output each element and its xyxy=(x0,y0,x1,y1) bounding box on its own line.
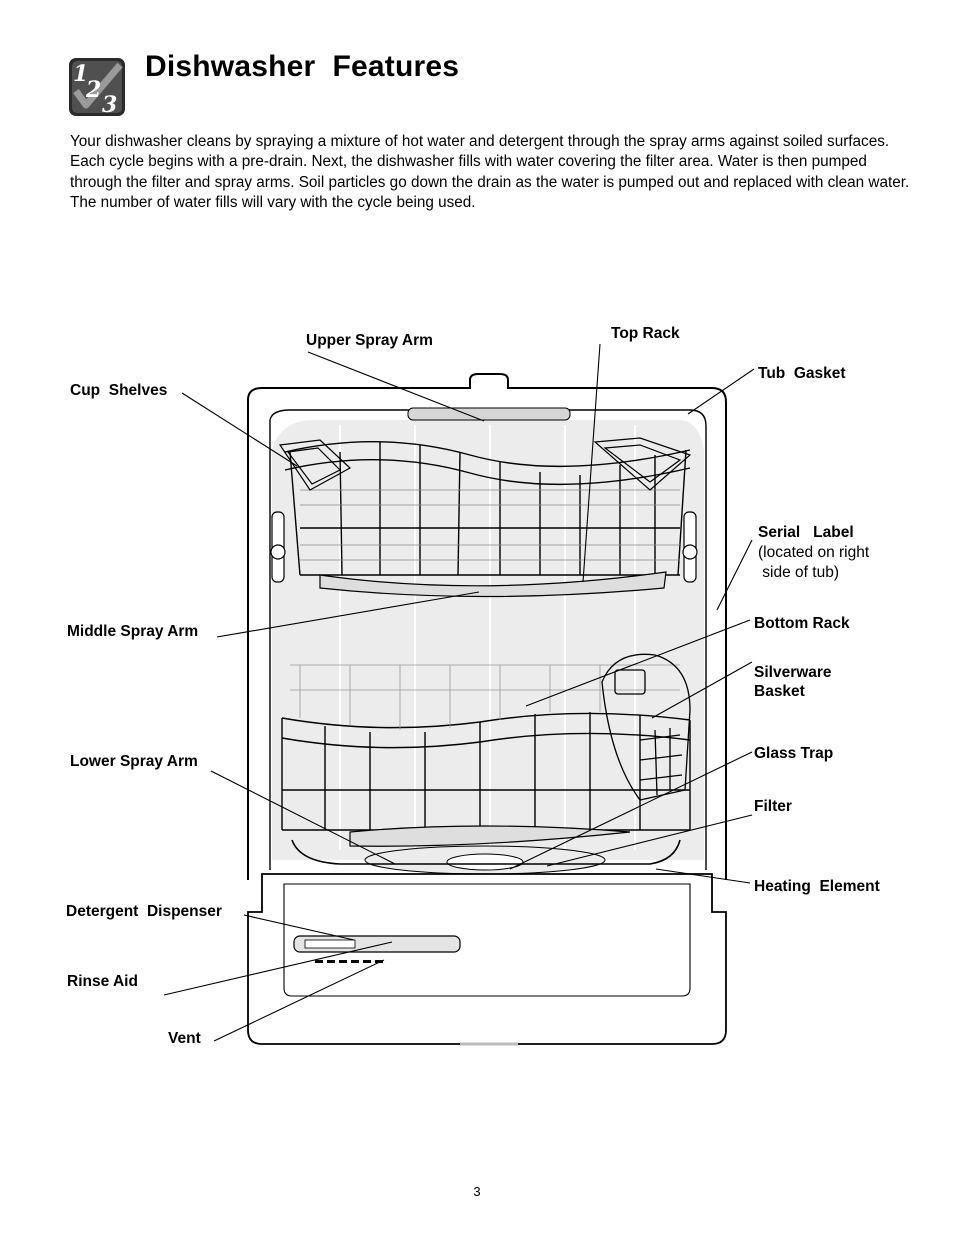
vent-label: Vent xyxy=(168,1030,201,1047)
glass-trap-label: Glass Trap xyxy=(754,745,834,762)
svg-text:3: 3 xyxy=(102,92,117,117)
top-rack-label: Top Rack xyxy=(611,325,680,342)
heating-element-label: Heating Element xyxy=(754,878,880,895)
serial-label-note-line2: side of tub) xyxy=(758,564,839,581)
detergent-dispenser-label: Detergent Dispenser xyxy=(66,903,222,920)
cup-shelves-label: Cup Shelves xyxy=(70,382,168,399)
bottom-rack-label: Bottom Rack xyxy=(754,615,850,632)
lower-spray-arm-label: Lower Spray Arm xyxy=(70,753,198,770)
filter-label: Filter xyxy=(754,798,792,815)
serial-label-note-line1: (located on right xyxy=(758,544,870,561)
silverware-basket-label-line1: Silverware xyxy=(754,664,832,681)
page-title: Dishwasher Features xyxy=(145,50,460,83)
serial-label-label: Serial Label xyxy=(758,524,854,541)
intro-paragraph: Your dishwasher cleans by spraying a mix… xyxy=(70,133,910,211)
svg-text:1: 1 xyxy=(73,61,88,87)
page-number: 3 xyxy=(473,1184,481,1199)
silverware-basket-label-line2: Basket xyxy=(754,683,805,700)
upper-spray-arm-label: Upper Spray Arm xyxy=(306,332,433,349)
svg-text:2: 2 xyxy=(85,77,101,103)
rinse-aid-label: Rinse Aid xyxy=(67,973,138,990)
middle-spray-arm-label: Middle Spray Arm xyxy=(67,623,199,640)
numbered-steps-check-icon: 1 2 3 xyxy=(69,58,125,117)
tub-gasket-label: Tub Gasket xyxy=(758,365,846,382)
